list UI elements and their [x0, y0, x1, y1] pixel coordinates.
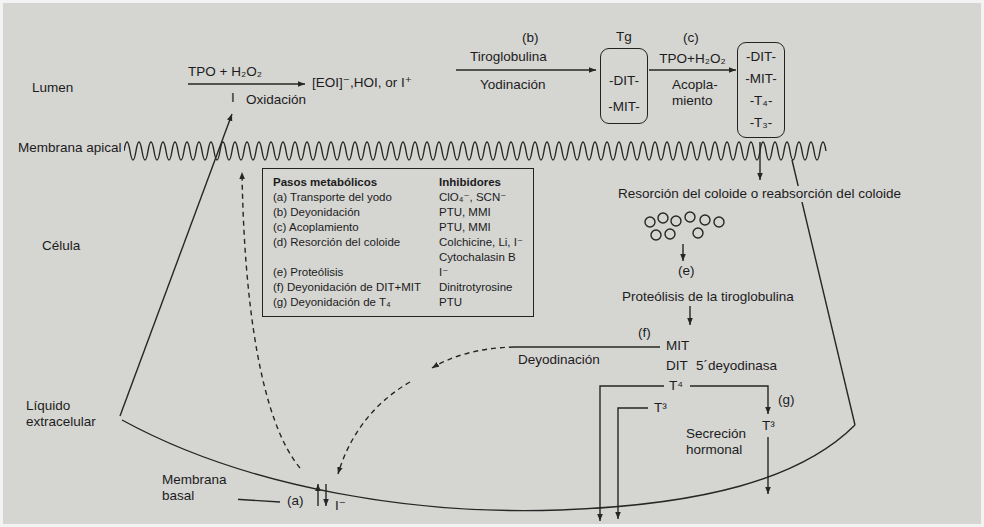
- step-text: (a) Transporte del yodo: [273, 190, 421, 205]
- residue-text: -MIT-: [606, 94, 642, 120]
- step-label: Oxidación: [244, 92, 308, 108]
- step-letter: (g): [776, 392, 797, 408]
- resorption-arrow: [759, 142, 760, 180]
- hormone-label: T⁴: [667, 378, 685, 394]
- step-label: Proteólisis de la tiroglobulina: [620, 289, 796, 305]
- inhibitor-text: ClO₄⁻, SCN⁻: [439, 190, 523, 205]
- ion-label: I⁻: [333, 498, 348, 514]
- residue-text: -DIT-: [606, 68, 642, 94]
- region-label: Líquido extracelular: [24, 398, 114, 430]
- residue-text: -T₄-: [743, 90, 779, 112]
- step-text: (f) Deyonidación de DIT+MIT: [273, 280, 421, 295]
- steps-box: Pasos metabólicos(a) Transporte del yodo…: [262, 168, 534, 317]
- column-heading: Pasos metabólicos: [273, 175, 421, 190]
- coupling-arrow: [649, 69, 736, 70]
- proteolysis-arrow: [682, 244, 683, 261]
- residue-text: -DIT-: [743, 46, 779, 68]
- apical-membrane: [124, 142, 826, 160]
- region-label: Lumen: [30, 80, 75, 96]
- membrane-label: Membrana basal: [160, 472, 238, 504]
- column-heading: Inhibidores: [439, 175, 523, 190]
- step-label: Secreción hormonal: [684, 426, 764, 458]
- oxidation-arrow: [188, 83, 305, 84]
- colloid-droplet: [665, 229, 675, 239]
- species-label: [EOI]⁻,HOI, or I⁺: [310, 75, 414, 91]
- inhibitor-text: Colchicine, Li, I⁻: [439, 235, 523, 250]
- enzyme-label: 5´deyodinasa: [694, 358, 779, 374]
- edge-label: TPO+H₂O₂: [657, 51, 727, 67]
- step-label: Deyodinación: [516, 352, 602, 368]
- step-label: Tiroglobulina: [468, 49, 549, 65]
- deiodination-line: [514, 346, 660, 347]
- t3-secretion-arrow: [618, 408, 648, 519]
- inhibitor-text: Dinitrotyrosine: [439, 280, 523, 295]
- hormone-label: T³: [652, 400, 669, 416]
- colloid-droplet: [645, 217, 655, 227]
- box-heading: Tg: [606, 29, 642, 45]
- iodide-transport-arrow: [120, 114, 232, 416]
- basal-membrane: [122, 420, 855, 511]
- colloid-droplet: [700, 215, 710, 225]
- step-letter: (c): [681, 30, 701, 46]
- iodide-out-arrow: [325, 484, 326, 506]
- tg-box: -DIT--MIT--T₄--T₃-: [737, 42, 785, 138]
- membrane-label: Membrana apical: [16, 140, 124, 156]
- deiodination-arrow: [689, 306, 690, 325]
- step-label: Acopla- miento: [670, 77, 732, 109]
- inhibitor-text: Cytochalasin B: [439, 250, 523, 265]
- step-text: (e) Proteólisis: [273, 265, 421, 280]
- ion-label: I: [229, 90, 237, 106]
- colloid-droplet: [671, 216, 681, 226]
- step-text: (c) Acoplamiento: [273, 220, 421, 235]
- step-letter: (a): [285, 493, 306, 509]
- recycle-dashed-arrow: [338, 382, 410, 474]
- tg-box: Tg-DIT--MIT-: [600, 48, 648, 124]
- inhibitor-text: I⁻: [439, 265, 523, 280]
- inhibitor-text: PTU, MMI: [439, 220, 523, 235]
- step-text: (b) Deyonidación: [273, 205, 421, 220]
- t4-deiodination-arrow: [690, 386, 768, 414]
- residue-text: -T₃-: [743, 112, 779, 134]
- iodide-in-arrow: [317, 484, 318, 506]
- reagent-label: TPO + H₂O₂: [186, 64, 264, 80]
- step-letter: (f): [636, 325, 653, 341]
- step-label: Resorción del coloide o reabsorción del …: [616, 186, 903, 202]
- molecule-label: MIT: [664, 338, 691, 354]
- step-letter: (e): [676, 263, 697, 279]
- iodination-arrow: [456, 69, 596, 70]
- colloid-droplet: [685, 212, 695, 222]
- molecule-label: DIT: [664, 358, 690, 374]
- step-text: (d) Resorción del coloide: [273, 235, 421, 250]
- residue-text: -MIT-: [743, 68, 779, 90]
- step-letter: (b): [520, 30, 541, 46]
- colloid-droplet: [651, 230, 661, 240]
- inhibitor-text: PTU: [439, 295, 523, 310]
- inhibitor-text: PTU, MMI: [439, 205, 523, 220]
- step-text: (g) Deyonidación de T₄: [273, 295, 421, 310]
- colloid-droplet: [693, 228, 703, 238]
- region-label: Célula: [40, 238, 82, 254]
- step-label: Yodinación: [478, 77, 548, 93]
- t3-secretion-arrow: [767, 437, 768, 494]
- colloid-droplet: [714, 217, 724, 227]
- recycle-dashed-arrow: [432, 347, 514, 368]
- colloid-droplet: [658, 213, 668, 223]
